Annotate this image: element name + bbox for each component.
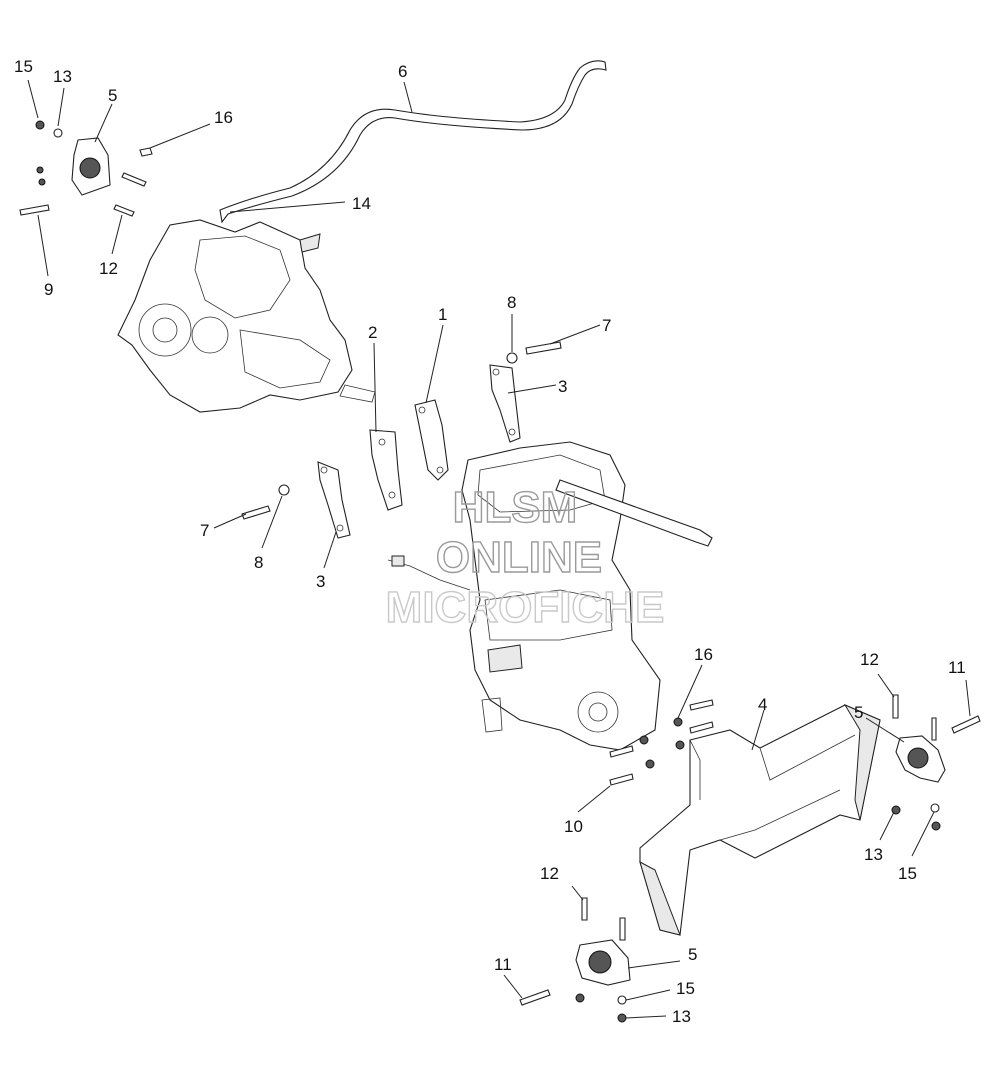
engine-part	[387, 441, 713, 751]
watermark-line3: MICROFICHE	[386, 583, 665, 632]
callout-1: 1	[438, 305, 447, 324]
callout-12: 12	[860, 650, 879, 669]
callout-5: 5	[854, 703, 863, 722]
callout-7: 7	[602, 316, 611, 335]
callout-11: 11	[948, 658, 966, 677]
callout-13: 15	[898, 864, 917, 883]
callout-9: 9	[44, 280, 53, 299]
callout-13: 13	[53, 67, 72, 86]
callout-5: 5	[688, 945, 697, 964]
callout-15: 13	[672, 1007, 691, 1026]
frame-part	[639, 703, 881, 936]
callout-8: 8	[507, 293, 516, 312]
watermark-line1: HLSM	[453, 483, 578, 532]
callout-10: 10	[564, 817, 583, 836]
mount-parts	[71, 137, 946, 986]
callout-15: 13	[864, 845, 883, 864]
callout-2: 2	[368, 323, 377, 342]
transmission-part	[117, 219, 376, 413]
callout-11: 11	[494, 955, 512, 974]
callout-8: 8	[254, 553, 263, 572]
callout-12: 12	[99, 259, 118, 278]
callout-4: 4	[758, 695, 767, 714]
callout-7: 7	[200, 521, 209, 540]
watermark: HLSM ONLINE MICROFICHE	[385, 482, 665, 632]
cable-part	[219, 60, 607, 224]
bracket-parts	[317, 364, 521, 539]
watermark-line2: ONLINE	[436, 533, 602, 582]
callout-16: 16	[694, 645, 713, 664]
leader-lines	[27, 79, 971, 1019]
callout-14: 14	[352, 194, 371, 213]
fastener-parts	[19, 120, 981, 1023]
callout-6: 6	[398, 62, 407, 81]
callout-3: 3	[558, 377, 567, 396]
callout-labels: 15 13 5 16 9 12 6 14 2 1 8 7 3 7 8 3 16 …	[14, 57, 966, 1026]
callout-5: 5	[108, 86, 117, 105]
callout-16: 16	[214, 108, 233, 127]
callout-3: 3	[316, 572, 325, 591]
callout-15: 15	[14, 57, 33, 76]
callout-12: 12	[540, 864, 559, 883]
callout-13: 15	[676, 979, 695, 998]
